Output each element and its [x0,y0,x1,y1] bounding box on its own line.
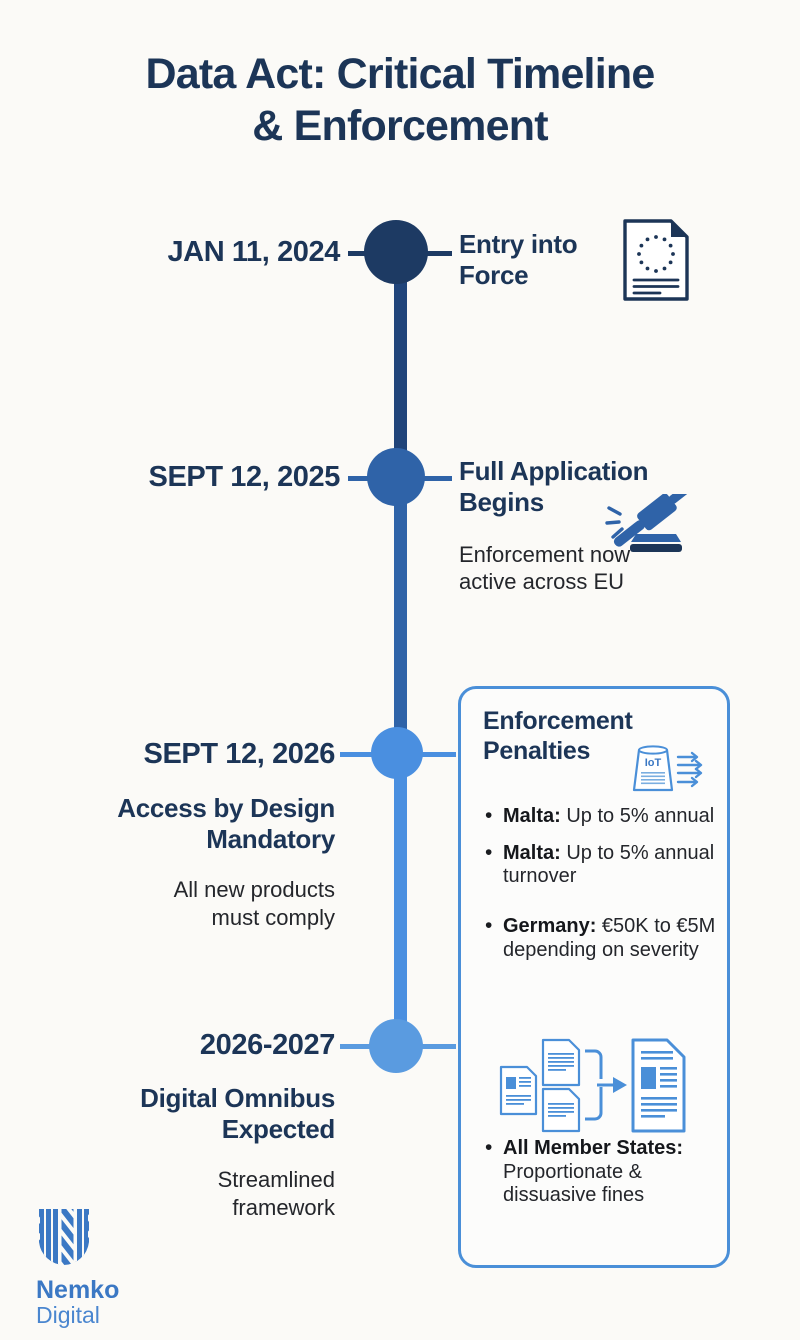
penalty-item-0-label: Malta: [503,805,561,827]
timeline-axis-segment-1 [394,255,407,485]
timeline-subtitle-2-line-2: active across EU [459,568,625,594]
timeline-node-1[interactable] [364,220,428,284]
timeline-stub-right-2 [418,476,452,481]
iot-device-icon: IoT [629,744,711,803]
penalty-item-0: Malta: Up to 5% annual [481,804,721,829]
timeline-date-1: JAN 11, 2024 [167,236,340,268]
timeline-title-4: Digital Omnibus Expected [35,1083,335,1145]
timeline-axis-segment-2 [394,480,407,745]
timeline-subtitle-2: Enforcement now active across EU [459,542,704,596]
timeline-date-2: SEPT 12, 2025 [148,461,341,493]
timeline-title-2-line-2: Begins [459,486,544,517]
page-title-line-1: Data Act: Critical Timeline [145,50,656,98]
page-title: Data Act: Critical Timeline & Enforcemen… [0,48,800,153]
penalty-item-0-text: Up to 5% annual [560,805,715,827]
enforcement-penalties-card: Enforcement Penalties IoT [458,686,730,1268]
timeline-stub-left-3 [340,752,382,757]
eu-document-icon [620,217,692,308]
timeline-stub-left-2 [348,476,382,481]
timeline-title-2: Full Application Begins [459,456,699,517]
document-merge-icon [497,1037,689,1138]
timeline-title-1: Entry into Force [459,229,629,290]
timeline-title-1-line-1: Entry into [459,229,578,259]
timeline-node-3[interactable] [371,727,423,779]
penalty-item-3: All Member States: Proportionate & dissu… [481,1136,721,1208]
penalty-item-2-text: €50K to €5M depending on severity [503,915,716,961]
enforcement-penalties-title: Enforcement Penalties [483,707,663,766]
penalty-item-3-label: All Member States: [503,1137,684,1159]
penalty-bullet-group-3: All Member States: Proportionate & dissu… [481,1136,721,1221]
penalty-item-2-label: Germany: [503,915,597,937]
enforcement-penalties-title-line-2: Penalties [483,736,591,765]
penalty-item-3-text: Proportionate & dissuasive fines [503,1160,645,1207]
nemko-logo[interactable]: Nemko Digital [36,1206,119,1329]
timeline-subtitle-4-line-1: Streamlined [217,1167,335,1192]
enforcement-penalties-title-line-1: Enforcement [483,707,633,735]
timeline-axis-segment-3 [394,740,407,1050]
penalty-item-2: Germany: €50K to €5M depending on severi… [481,914,721,962]
penalty-bullet-group-1: Malta: Up to 5% annual Malta: Up to 5% a… [481,804,721,902]
page-title-line-2: & Enforcement [252,102,548,151]
timeline-subtitle-3-line-2: must comply [211,904,335,930]
penalty-bullet-group-2: Germany: €50K to €5M depending on severi… [481,914,721,975]
nemko-logo-suffix: Digital [36,1302,100,1329]
timeline-title-2-line-1: Full Application [459,456,649,486]
timeline-subtitle-4: Streamlined framework [35,1166,335,1221]
timeline-subtitle-2-line-1: Enforcement now [459,542,631,567]
timeline-stub-right-4 [418,1044,456,1049]
timeline-title-3-line-1: Access by Design [117,793,335,823]
penalty-item-1-label: Malta: [503,841,561,864]
svg-text:IoT: IoT [645,757,662,769]
nemko-logo-name: Nemko [36,1276,120,1304]
timeline-date-3: SEPT 12, 2026 [143,738,336,770]
nemko-logo-mark [36,1206,119,1273]
timeline-subtitle-3: All new products must comply [35,876,335,931]
timeline-title-3: Access by Design Mandatory [35,793,335,855]
penalty-item-1-text: Up to 5% annual turnover [503,841,715,888]
timeline-title-4-line-1: Digital Omnibus [140,1083,335,1113]
timeline-title-4-line-2: Expected [221,1114,336,1145]
timeline-stub-left-4 [340,1044,382,1049]
timeline-stub-right-3 [418,752,456,757]
timeline-title-1-line-2: Force [459,259,529,290]
timeline-node-2[interactable] [367,448,425,506]
timeline-title-3-line-2: Mandatory [206,824,335,855]
penalty-item-1: Malta: Up to 5% annual turnover [481,841,721,889]
timeline-node-4[interactable] [369,1019,423,1073]
timeline-stub-right-1 [418,251,452,256]
timeline-subtitle-3-line-1: All new products [173,877,335,902]
timeline-subtitle-4-line-2: framework [232,1194,335,1220]
timeline-date-4: 2026-2027 [199,1029,335,1061]
gavel-icon [604,485,706,567]
